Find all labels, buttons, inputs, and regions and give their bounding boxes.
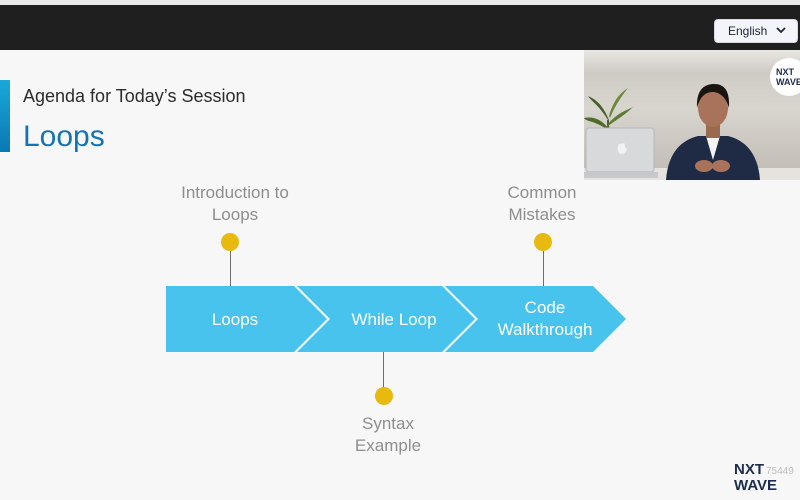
chevron-while-loop — [296, 286, 475, 352]
video-logo: NXT WAVE — [770, 58, 800, 96]
slide-title: Loops — [23, 120, 105, 153]
connector-line — [383, 352, 384, 388]
step-code-walkthrough: Code Walkthrough — [497, 298, 593, 339]
title-accent-bar — [0, 80, 10, 152]
connector-line — [543, 251, 544, 287]
top-bar: English — [0, 0, 800, 50]
milestone-dot — [534, 233, 552, 251]
chevron-code-walkthrough — [444, 286, 626, 352]
chevron-loops — [166, 286, 327, 352]
process-arrow — [166, 286, 626, 352]
note-common-mistakes: Common Mistakes — [507, 183, 577, 224]
milestone-dot — [221, 233, 239, 251]
presenter-video: NXT WAVE — [584, 50, 800, 180]
laptop-icon — [584, 127, 658, 178]
language-select-value: English — [728, 24, 768, 38]
milestone-dot — [375, 387, 393, 405]
step-while-loop: While Loop — [351, 310, 437, 329]
language-select[interactable]: English — [714, 19, 798, 43]
brand-logo: NXT WAVE — [734, 461, 778, 494]
note-syntax-example: Syntax Example — [354, 414, 422, 455]
chevron-down-icon — [776, 27, 786, 34]
note-introduction: Introduction to Loops — [181, 183, 289, 224]
connector-line — [230, 251, 231, 287]
step-loops: Loops — [211, 310, 259, 329]
slide-subtitle: Agenda for Today’s Session — [23, 86, 246, 106]
watermark-number: 75449 — [766, 466, 794, 477]
presenter-icon — [666, 84, 760, 180]
